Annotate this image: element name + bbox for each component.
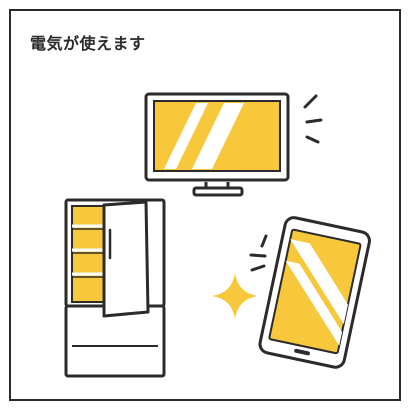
refrigerator-icon (64, 198, 166, 378)
smartphone-icon (249, 216, 371, 369)
sparkle-icon (212, 273, 258, 319)
card-title: 電気が使えます (30, 34, 146, 53)
television-icon (144, 92, 323, 197)
